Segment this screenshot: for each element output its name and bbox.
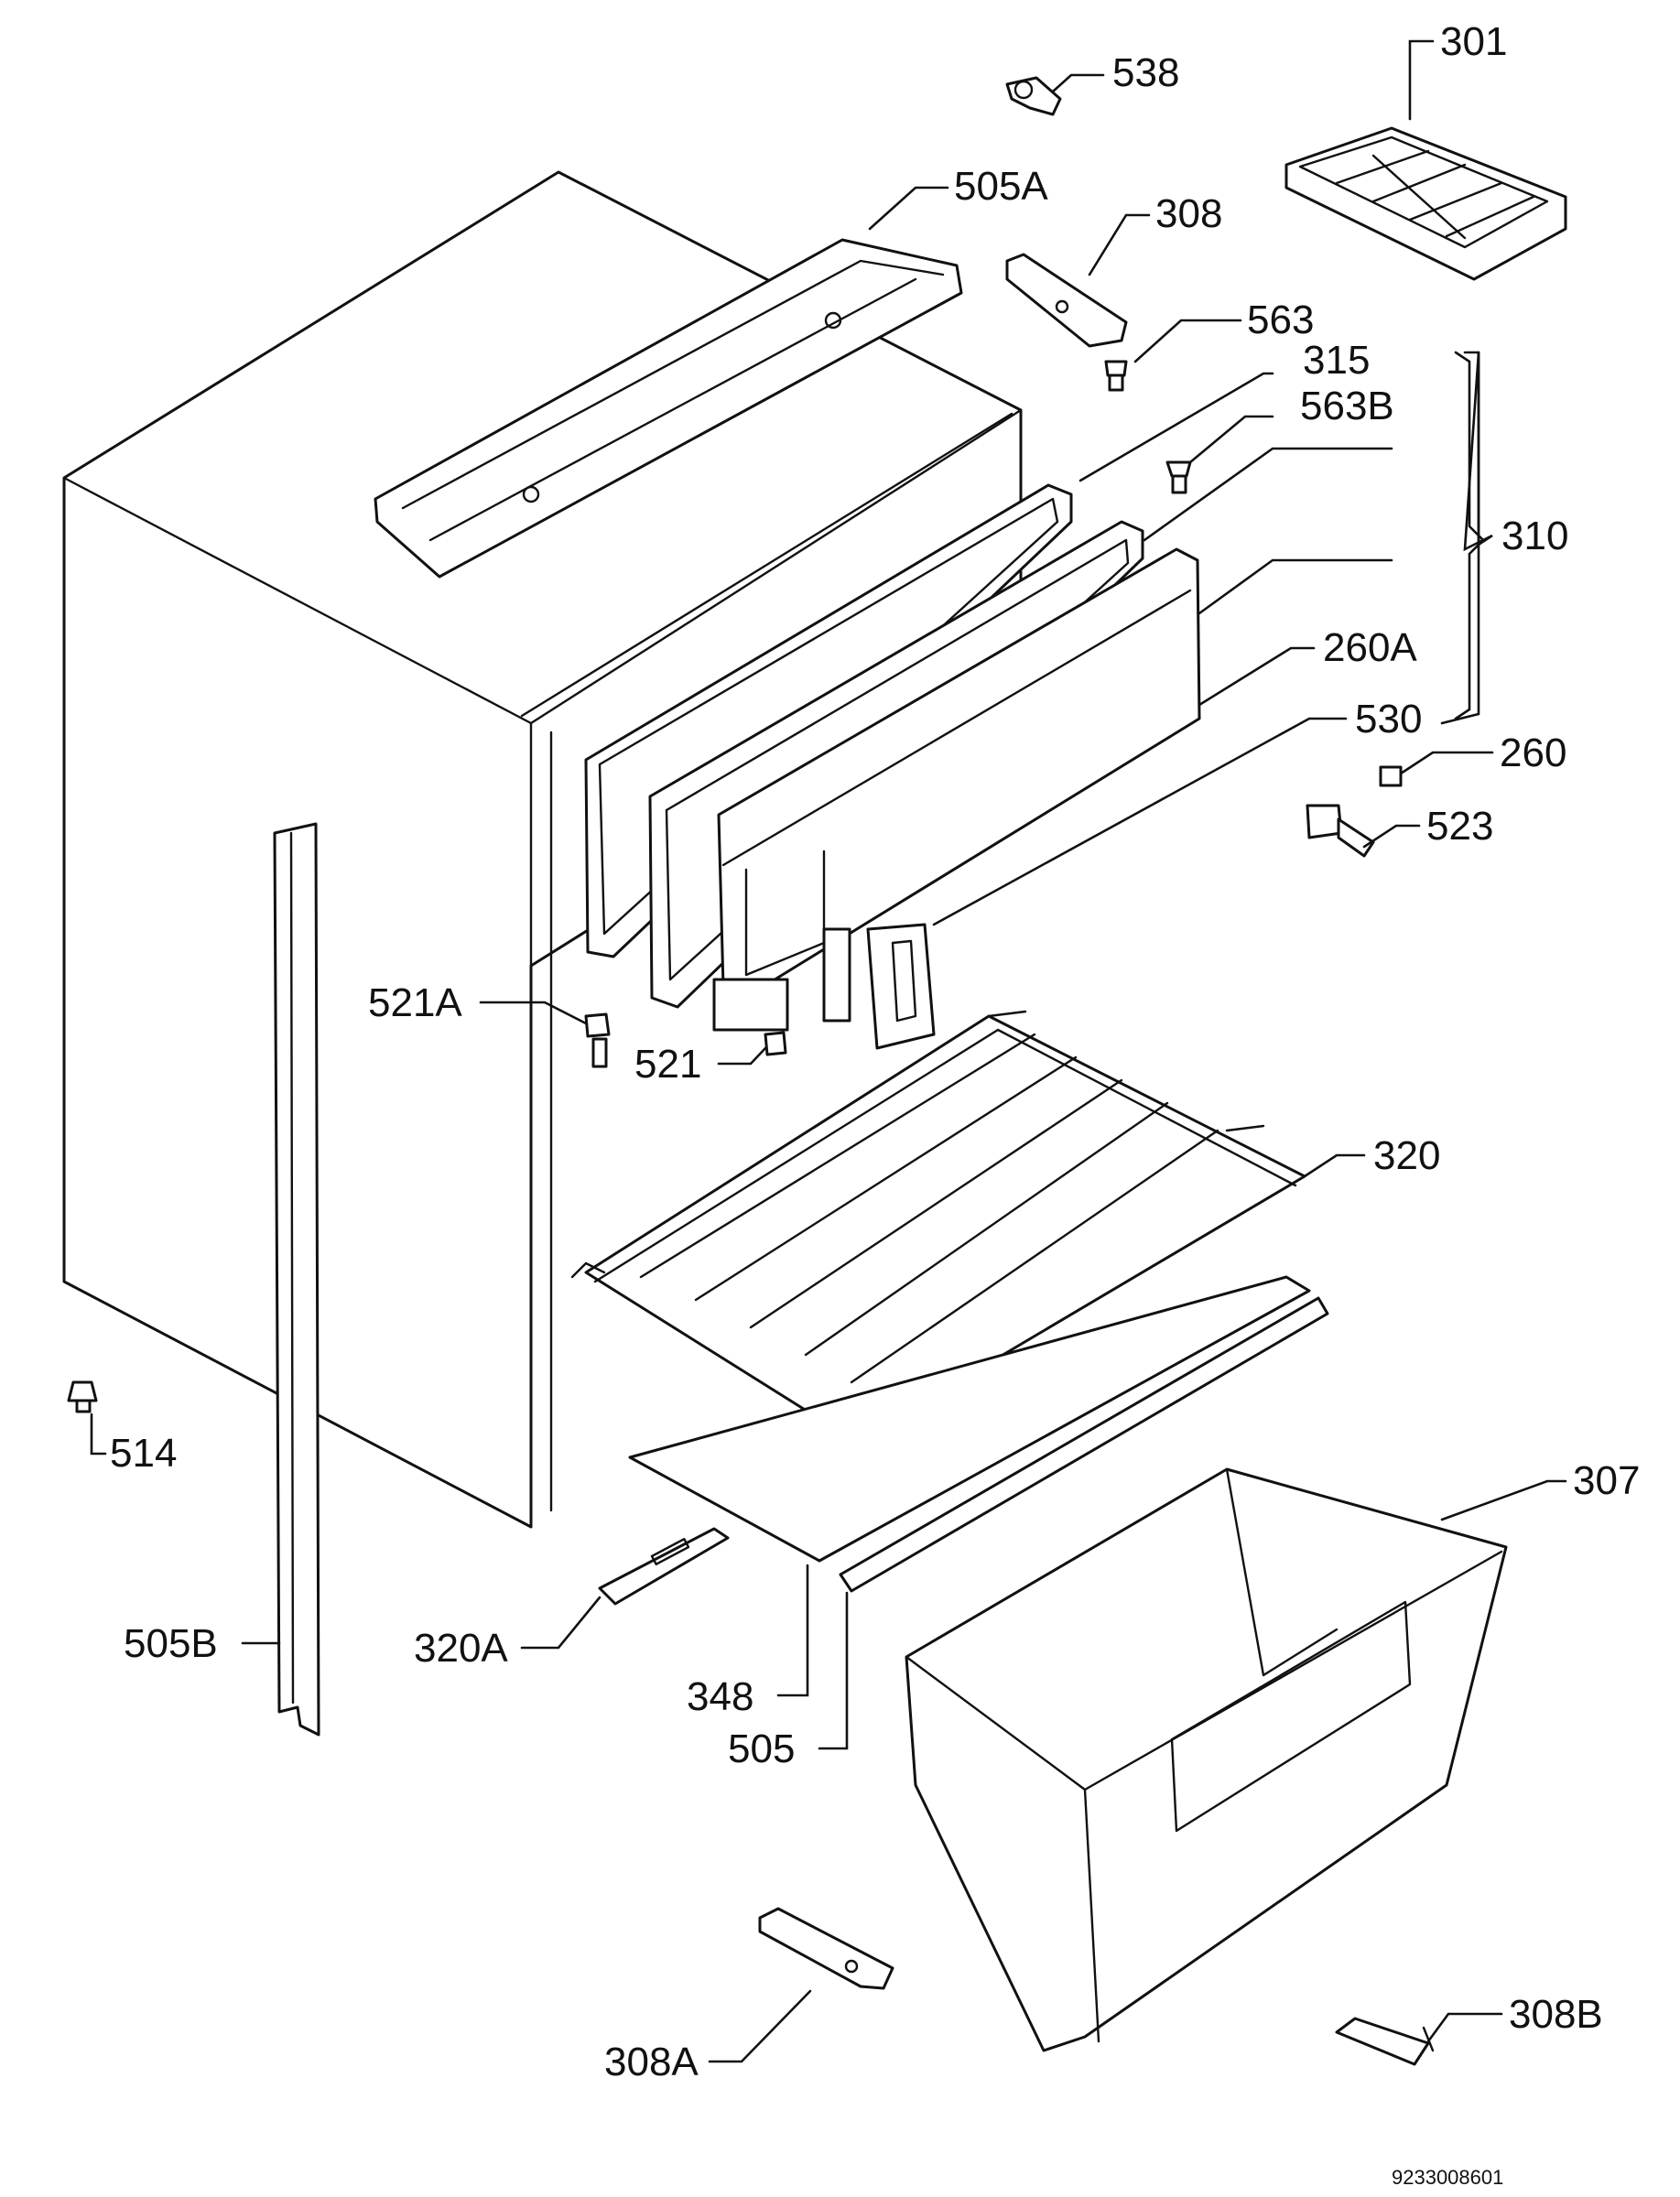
- label-505b: 505B: [124, 1621, 218, 1666]
- label-530: 530: [1355, 697, 1422, 741]
- label-563: 563: [1247, 298, 1314, 342]
- label-315: 315: [1303, 338, 1370, 383]
- part-320a-shelf-support: [598, 1527, 730, 1606]
- label-521: 521: [634, 1042, 701, 1087]
- part-260-clip: [1379, 765, 1403, 787]
- part-348-glass-plate: [628, 1275, 1311, 1563]
- label-563b: 563B: [1300, 384, 1394, 428]
- label-521a: 521A: [368, 980, 462, 1025]
- part-521a-lamp: [584, 1012, 611, 1068]
- label-348: 348: [687, 1674, 753, 1719]
- label-505: 505: [728, 1726, 795, 1771]
- part-308-hinge-plate: [1005, 253, 1128, 348]
- label-308: 308: [1155, 191, 1222, 236]
- label-320: 320: [1373, 1133, 1440, 1178]
- part-307-crisper-drawer: [905, 1467, 1508, 2052]
- label-307: 307: [1573, 1458, 1640, 1503]
- part-538-hinge-pivot: [1005, 76, 1062, 116]
- part-505-strip: [839, 1296, 1329, 1593]
- part-530-handle-cover: [822, 923, 936, 1050]
- label-538: 538: [1112, 50, 1179, 95]
- part-308a-hinge: [758, 1907, 894, 1990]
- part-563b-screw: [1165, 460, 1192, 494]
- part-563-screw: [1104, 360, 1128, 392]
- part-521-bulb-holder: [764, 1031, 787, 1056]
- label-505a: 505A: [954, 164, 1048, 209]
- label-320a: 320A: [414, 1626, 508, 1671]
- label-310: 310: [1501, 514, 1568, 558]
- label-308b: 308B: [1509, 1992, 1603, 2037]
- document-number: 9233008601: [1392, 2166, 1503, 2189]
- label-308a: 308A: [604, 2040, 699, 2084]
- group-brace-310: [1454, 351, 1485, 720]
- label-514: 514: [110, 1431, 177, 1476]
- label-301: 301: [1440, 19, 1507, 64]
- part-labels: 538 301 505A 308 563 315 563B 310 260A 5…: [110, 19, 1640, 2189]
- part-505a-top-rail: [374, 238, 963, 579]
- part-523-switch: [1306, 804, 1375, 858]
- label-523: 523: [1426, 804, 1493, 849]
- part-301-ice-tray: [1284, 126, 1567, 281]
- part-308b-hinge: [1335, 2017, 1435, 2066]
- part-505b-seal: [273, 822, 320, 1737]
- part-260a-door-panel: [712, 547, 1201, 1032]
- part-514-screw: [67, 1380, 98, 1413]
- label-260: 260: [1500, 731, 1566, 775]
- label-260a: 260A: [1323, 625, 1417, 670]
- leader-lines: [90, 39, 1567, 2063]
